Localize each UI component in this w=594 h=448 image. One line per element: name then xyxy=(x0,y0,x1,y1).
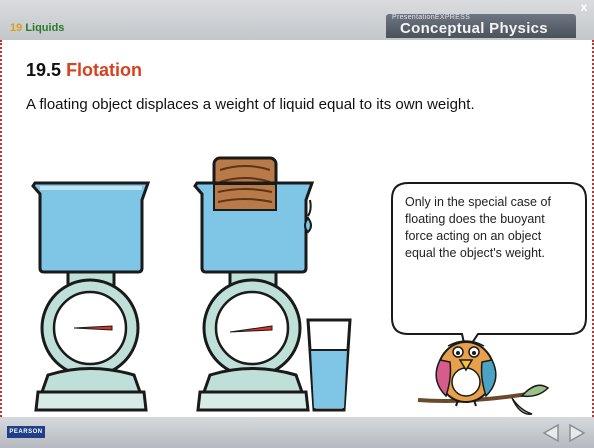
brand-badge: PresentationEXPRESS Conceptual Physics xyxy=(386,14,576,38)
triangle-left-icon[interactable] xyxy=(540,423,562,443)
chapter-number: 19 xyxy=(10,22,23,34)
pearson-logo: PEARSON xyxy=(7,426,45,438)
chapter-title: Liquids xyxy=(25,22,65,34)
bottom-bar: PEARSON xyxy=(0,417,594,448)
slide-frame xyxy=(0,40,594,417)
triangle-right-icon[interactable] xyxy=(566,423,588,443)
slide-body-text: A floating object displaces a weight of … xyxy=(26,96,475,113)
speech-bubble-text: Only in the special case of floating doe… xyxy=(405,195,551,260)
top-bar: 19 Liquids PresentationEXPRESS Conceptua… xyxy=(0,0,594,40)
left-scale xyxy=(34,270,148,412)
brand-small-text: PresentationEXPRESS xyxy=(392,14,471,21)
right-beaker xyxy=(193,181,315,274)
left-beaker xyxy=(31,181,151,274)
slide-title: 19.5 Flotation xyxy=(26,60,142,81)
brand-title: Conceptual Physics xyxy=(400,20,548,37)
close-button[interactable]: x xyxy=(580,0,588,14)
displaced-water-glass xyxy=(306,318,352,412)
section-number: 19.5 xyxy=(26,60,62,80)
flotation-illustration xyxy=(31,156,587,415)
bird-character xyxy=(417,340,550,415)
chapter-label: 19 Liquids xyxy=(10,22,64,34)
right-scale xyxy=(196,270,310,412)
section-title: Flotation xyxy=(66,60,143,80)
